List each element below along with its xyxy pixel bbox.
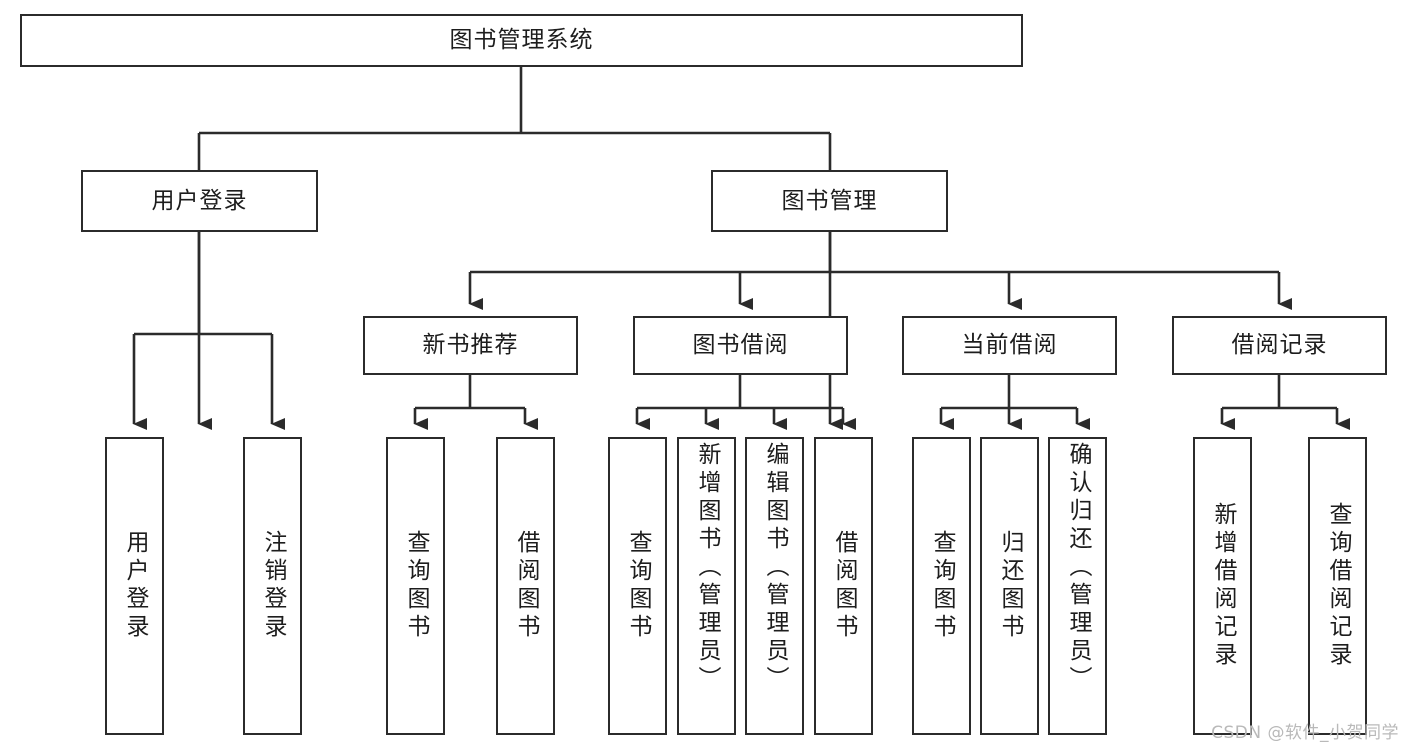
- node-book-borrow[interactable]: 图书借阅: [633, 316, 848, 375]
- leaf-add-book-label: 新增图书（管理员）: [694, 442, 720, 694]
- node-current-borrow[interactable]: 当前借阅: [902, 316, 1117, 375]
- leaf-confirm-return[interactable]: 确认归还（管理员）: [1048, 437, 1107, 735]
- leaf-borrow-book-2-label: 借阅图书: [831, 530, 857, 642]
- node-root-label: 图书管理系统: [449, 27, 594, 54]
- leaf-borrow-book-1-label: 借阅图书: [513, 530, 539, 642]
- leaf-query-book-3[interactable]: 查询图书: [912, 437, 971, 735]
- leaf-query-book-1[interactable]: 查询图书: [386, 437, 445, 735]
- leaf-query-record-label: 查询借阅记录: [1325, 502, 1351, 670]
- node-borrow-record-label: 借阅记录: [1231, 332, 1328, 359]
- leaf-query-book-1-label: 查询图书: [403, 530, 429, 642]
- leaf-query-book-2-label: 查询图书: [625, 530, 651, 642]
- leaf-query-book-3-label: 查询图书: [929, 530, 955, 642]
- leaf-query-record[interactable]: 查询借阅记录: [1308, 437, 1367, 735]
- node-book-borrow-label: 图书借阅: [692, 332, 789, 359]
- leaf-edit-book[interactable]: 编辑图书（管理员）: [745, 437, 804, 735]
- node-borrow-record[interactable]: 借阅记录: [1172, 316, 1387, 375]
- node-book-management[interactable]: 图书管理: [711, 170, 948, 232]
- node-user-login-label: 用户登录: [151, 187, 248, 214]
- leaf-add-record[interactable]: 新增借阅记录: [1193, 437, 1252, 735]
- leaf-edit-book-label: 编辑图书（管理员）: [762, 442, 788, 694]
- leaf-logout-login-label: 注销登录: [260, 530, 286, 642]
- node-root[interactable]: 图书管理系统: [20, 14, 1023, 67]
- node-user-login[interactable]: 用户登录: [81, 170, 318, 232]
- node-new-book-recommend-label: 新书推荐: [422, 332, 519, 359]
- leaf-add-record-label: 新增借阅记录: [1210, 502, 1236, 670]
- leaf-add-book[interactable]: 新增图书（管理员）: [677, 437, 736, 735]
- leaf-user-login[interactable]: 用户登录: [105, 437, 164, 735]
- leaf-borrow-book-2[interactable]: 借阅图书: [814, 437, 873, 735]
- leaf-query-book-2[interactable]: 查询图书: [608, 437, 667, 735]
- leaf-logout-login[interactable]: 注销登录: [243, 437, 302, 735]
- node-current-borrow-label: 当前借阅: [961, 332, 1058, 359]
- leaf-user-login-label: 用户登录: [122, 530, 148, 642]
- watermark: CSDN @软件_小贺同学: [1211, 723, 1399, 743]
- leaf-return-book-label: 归还图书: [997, 530, 1023, 642]
- leaf-confirm-return-label: 确认归还（管理员）: [1065, 442, 1091, 694]
- leaf-return-book[interactable]: 归还图书: [980, 437, 1039, 735]
- node-book-management-label: 图书管理: [781, 187, 878, 214]
- node-new-book-recommend[interactable]: 新书推荐: [363, 316, 578, 375]
- leaf-borrow-book-1[interactable]: 借阅图书: [496, 437, 555, 735]
